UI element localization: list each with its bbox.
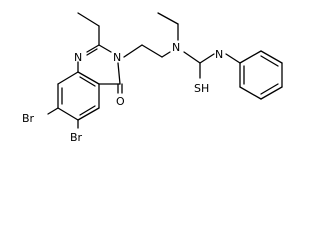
atom-label-n-phenyl: N [215,48,223,61]
atom-label-sh: SH [194,82,209,95]
atom-label-n-ring-upper: N [74,51,82,64]
atom-label-br-top: Br [22,112,35,125]
bond-lines [47,12,283,129]
atom-label-n-ring-right: N [113,51,121,64]
molecule-canvas: Br Br N N O N SH N [22,12,283,144]
atom-label-br-bottom: Br [70,131,83,144]
atom-label-n-thiourea: N [172,41,180,54]
structure-drawing: Br Br N N O N SH N [22,12,283,144]
atom-label-o-carbonyl: O [116,95,125,108]
